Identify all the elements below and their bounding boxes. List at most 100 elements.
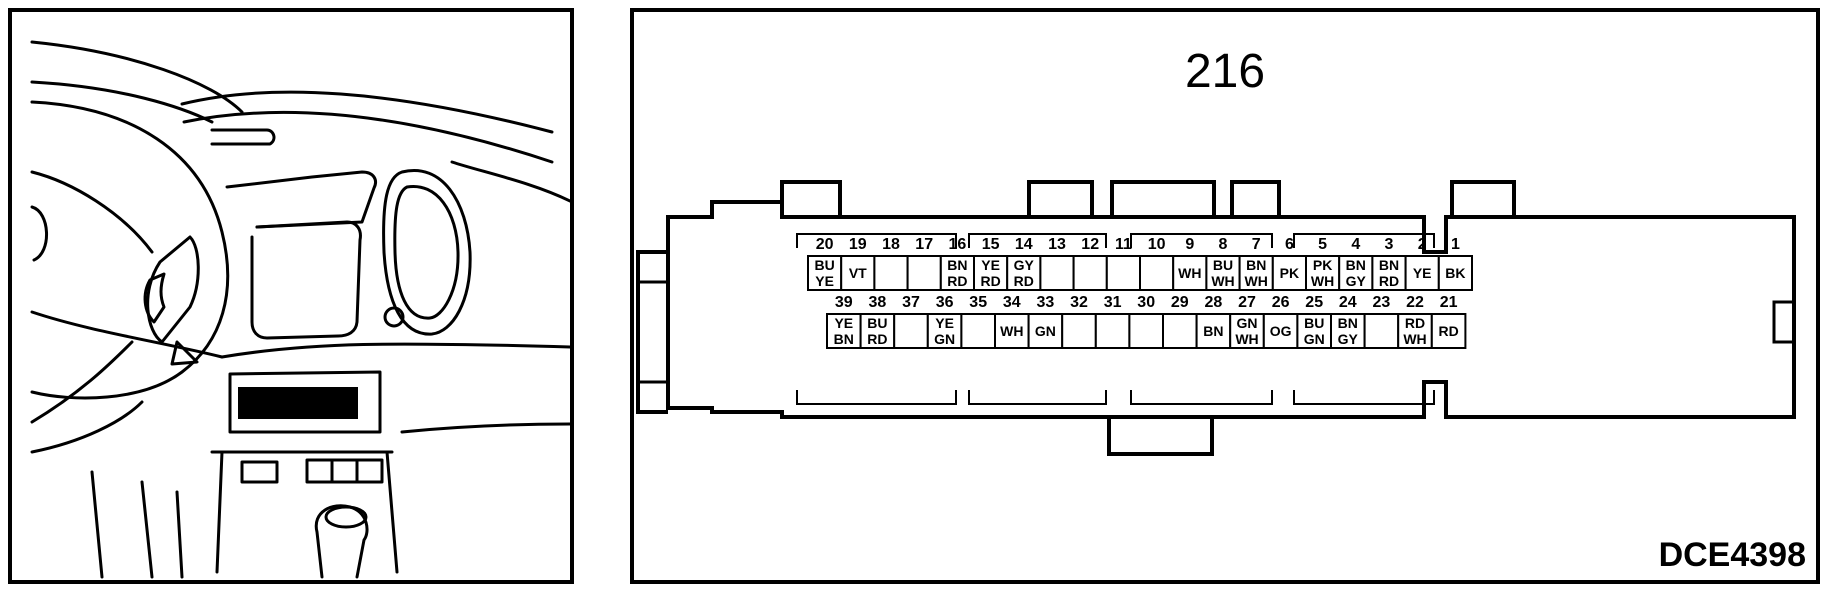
wire-color: WH bbox=[1311, 273, 1334, 289]
top-key bbox=[1450, 180, 1516, 217]
wire-color: BU bbox=[814, 257, 834, 273]
top-key bbox=[1027, 180, 1094, 217]
wire-color: PK bbox=[1280, 265, 1299, 281]
pin-number: 24 bbox=[1339, 294, 1357, 311]
pin-cavity-23 bbox=[1363, 313, 1400, 349]
right-notch bbox=[1772, 300, 1794, 344]
wire-color: RD bbox=[1405, 315, 1425, 331]
pin-number: 7 bbox=[1252, 236, 1261, 253]
pin-cavity-2 bbox=[1404, 255, 1440, 291]
pin-number: 9 bbox=[1185, 236, 1194, 253]
wire-color: YE bbox=[815, 273, 834, 289]
pin-number: 22 bbox=[1406, 294, 1424, 311]
wire-color: BU bbox=[867, 315, 887, 331]
pin-number: 4 bbox=[1351, 236, 1360, 253]
pin-number: 28 bbox=[1205, 294, 1223, 311]
wire-color: WH bbox=[1403, 331, 1426, 347]
pin-cavity-29 bbox=[1162, 313, 1198, 349]
pin-number: 6 bbox=[1285, 236, 1294, 253]
wire-color: GN bbox=[1237, 315, 1258, 331]
wire-color: GN bbox=[1304, 331, 1325, 347]
pin-number: 12 bbox=[1081, 236, 1099, 253]
pin-cavity-21 bbox=[1430, 313, 1467, 349]
pin-cavity-18 bbox=[873, 255, 909, 291]
pin-number: 23 bbox=[1373, 294, 1391, 311]
top-key bbox=[780, 180, 842, 217]
pin-number: 2 bbox=[1418, 236, 1427, 253]
pin-number: 29 bbox=[1171, 294, 1189, 311]
pin-cavity-12 bbox=[1072, 255, 1108, 291]
pin-number: 31 bbox=[1104, 294, 1122, 311]
connector-number: 216 bbox=[1184, 45, 1266, 98]
pin-number: 35 bbox=[969, 294, 987, 311]
wire-color: VT bbox=[849, 265, 867, 281]
pin-number: 33 bbox=[1037, 294, 1055, 311]
pin-number: 15 bbox=[982, 236, 1000, 253]
pin-cavity-37 bbox=[893, 313, 929, 349]
connector-panel: 216 bbox=[630, 8, 1820, 584]
bottom-key bbox=[1107, 417, 1214, 456]
pin-cavity-34 bbox=[994, 313, 1030, 349]
wire-color: GY bbox=[1346, 273, 1367, 289]
wire-color: BN bbox=[1338, 315, 1358, 331]
pin-cavity-13 bbox=[1039, 255, 1075, 291]
wire-color: BU bbox=[1304, 315, 1324, 331]
wire-color: RD bbox=[867, 331, 887, 347]
pin-cavity-5 bbox=[1305, 255, 1341, 291]
pin-number: 21 bbox=[1440, 294, 1458, 311]
pin-cavity-39 bbox=[826, 313, 862, 349]
pin-number: 27 bbox=[1238, 294, 1256, 311]
pin-cavity-38 bbox=[859, 313, 896, 349]
pin-cavity-1 bbox=[1437, 255, 1473, 291]
left-latch bbox=[636, 250, 668, 414]
wire-color: RD bbox=[1379, 273, 1399, 289]
pin-cavity-22 bbox=[1397, 313, 1433, 349]
wire-color: GY bbox=[1338, 331, 1359, 347]
wire-color: WH bbox=[1235, 331, 1258, 347]
pin-cavity-19 bbox=[840, 255, 876, 291]
pin-cavity-30 bbox=[1128, 313, 1164, 349]
pin-number: 19 bbox=[849, 236, 867, 253]
wire-color: RD bbox=[1438, 323, 1458, 339]
wire-color: GN bbox=[1035, 323, 1056, 339]
pin-number: 32 bbox=[1070, 294, 1088, 311]
pin-cavity-32 bbox=[1061, 313, 1097, 349]
pin-number: 17 bbox=[915, 236, 933, 253]
pin-number: 39 bbox=[835, 294, 853, 311]
pin-cavity-17 bbox=[906, 255, 942, 291]
pin-cavity-33 bbox=[1027, 313, 1064, 349]
pin-cavity-10 bbox=[1139, 255, 1175, 291]
wire-color: RD bbox=[1014, 273, 1034, 289]
pin-number: 25 bbox=[1305, 294, 1323, 311]
wire-color: BN bbox=[1346, 257, 1366, 273]
pin-number: 26 bbox=[1272, 294, 1290, 311]
pin-number: 3 bbox=[1385, 236, 1394, 253]
top-key bbox=[1110, 180, 1216, 217]
pin-number: 20 bbox=[816, 236, 834, 253]
wire-color: BN bbox=[1246, 257, 1266, 273]
pin-number: 1 bbox=[1451, 236, 1460, 253]
pin-number: 37 bbox=[902, 294, 920, 311]
wire-color: GY bbox=[1014, 257, 1035, 273]
pin-number: 18 bbox=[882, 236, 900, 253]
wire-color: OG bbox=[1270, 323, 1292, 339]
wire-color: YE bbox=[834, 315, 853, 331]
wire-color: GN bbox=[934, 331, 955, 347]
pin-number: 16 bbox=[949, 236, 967, 253]
wire-color: RD bbox=[980, 273, 1000, 289]
pin-number: 10 bbox=[1148, 236, 1166, 253]
pin-cavity-35 bbox=[960, 313, 996, 349]
wire-color: BK bbox=[1445, 265, 1465, 281]
pin-number: 11 bbox=[1115, 236, 1132, 253]
pin-cavity-31 bbox=[1094, 313, 1131, 349]
wire-color: BN bbox=[947, 257, 967, 273]
wire-color: BU bbox=[1213, 257, 1233, 273]
pin-cavity-28 bbox=[1195, 313, 1232, 349]
pin-number: 34 bbox=[1003, 294, 1021, 311]
radio-display bbox=[238, 387, 358, 419]
wire-color: BN bbox=[1379, 257, 1399, 273]
pin-number: 14 bbox=[1015, 236, 1033, 253]
pin-number: 36 bbox=[936, 294, 954, 311]
wire-color: WH bbox=[1178, 265, 1201, 281]
